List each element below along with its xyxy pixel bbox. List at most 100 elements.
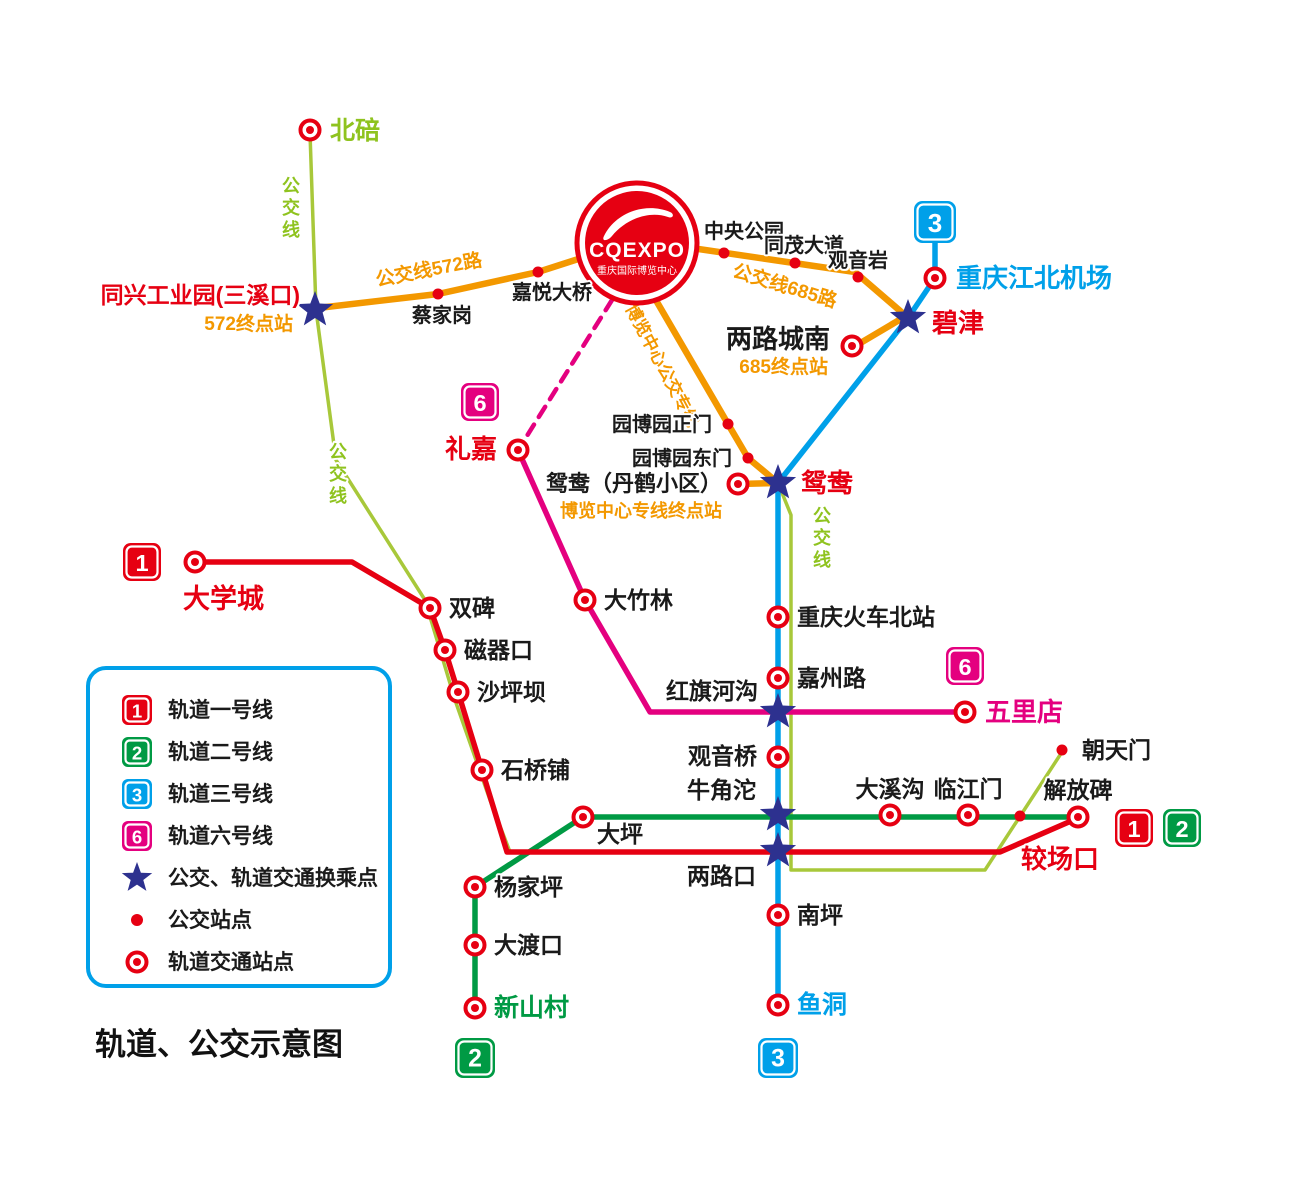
rail-line-6-planned — [517, 297, 615, 450]
rail-station-icon-core — [848, 342, 856, 350]
legend-item-label: 轨道一号线 — [168, 698, 273, 722]
station-tongxing-industrial-park: 同兴工业园(三溪口) 572终点站 — [99, 280, 334, 337]
station-jiefangbei-bus-stop — [1014, 810, 1026, 822]
rail-station-icon-core — [1074, 813, 1082, 821]
badge-number: 1 — [132, 701, 142, 722]
rail-station-icon-core — [306, 126, 314, 134]
station-bijin: 碧津 — [889, 299, 986, 340]
station-label: 碧津 — [931, 308, 984, 338]
station-xinshancun: 新山村 — [463, 991, 571, 1024]
rail-station-icon-core — [774, 674, 782, 682]
station-label: 红旗河沟 — [666, 678, 758, 704]
station-wulidian: 五里店 — [953, 695, 1065, 729]
badge-inner-border — [760, 1040, 796, 1076]
legend-item-label: 公交站点 — [168, 908, 252, 932]
bus-stop-icon — [852, 271, 864, 283]
badge-inner-border — [948, 649, 982, 683]
station-sublabel: 685终点站 — [739, 355, 828, 378]
badge-inner-border — [1165, 811, 1199, 845]
station-label: 鸳鸯（丹鹤小区） — [546, 471, 722, 496]
station-guanyinyan: 观音岩 — [826, 246, 890, 283]
station-label: 南坪 — [797, 902, 843, 928]
station-label: 大竹林 — [604, 587, 673, 613]
rail-station-icon-core — [734, 480, 742, 488]
station-label: 鱼洞 — [797, 991, 847, 1019]
station-daping: 大坪 — [571, 805, 645, 849]
station-daxigou: 大溪沟 — [854, 774, 927, 827]
station-label: 沙坪坝 — [477, 679, 546, 705]
legend-rail-station-core — [133, 958, 141, 966]
bus-stop-icon — [432, 288, 444, 300]
badge-box — [758, 1038, 798, 1078]
station-label: 重庆火车北站 — [797, 604, 935, 630]
legend-item-label: 轨道三号线 — [168, 782, 273, 806]
station-yudong: 鱼洞 — [766, 989, 849, 1021]
station-label: 同兴工业园(三溪口) — [101, 282, 300, 308]
badge-number: 2 — [468, 1046, 482, 1073]
station-label: 重庆江北机场 — [956, 263, 1112, 293]
line-badge-1: 1 — [123, 543, 161, 581]
rail-station-icon-core — [964, 811, 972, 819]
interchange-star-icon — [759, 693, 797, 728]
rail-station-icon-core — [961, 708, 969, 716]
legend-interchange-star-icon — [121, 862, 153, 891]
rail-station-icon-core — [774, 753, 782, 761]
station-label: 解放碑 — [1044, 777, 1113, 803]
rail-station-icon-core — [426, 604, 434, 612]
interchange-star-icon — [759, 464, 797, 499]
interchange-star-icon — [759, 832, 797, 867]
station-beibei: 北碚 — [298, 114, 382, 147]
station-linjiangmen: 临江门 — [932, 774, 1005, 827]
badge-number: 3 — [928, 208, 942, 238]
station-label: 中央公园 — [704, 219, 784, 243]
station-shapingba: 沙坪坝 — [446, 677, 548, 707]
station-label: 观音桥 — [688, 743, 758, 769]
station-label: 嘉悦大桥 — [511, 280, 593, 304]
rail-station-icon-core — [471, 883, 479, 891]
station-yuanboyuan-east-gate: 园博园东门 — [630, 444, 754, 472]
line-badge-2: 2 — [1163, 809, 1201, 847]
bus-route-685 — [674, 242, 910, 352]
bus-stop-icon — [722, 418, 734, 430]
station-chaotianmen: 朝天门 — [1056, 735, 1153, 765]
station-label: 大渡口 — [494, 932, 563, 958]
route-label: 公交线 — [329, 442, 347, 506]
station-label: 鸳鸯 — [801, 468, 854, 498]
badge-inner-border — [125, 545, 159, 579]
badge-inner-border — [463, 385, 497, 419]
rail-station-icon-core — [471, 941, 479, 949]
rail-station-icon-core — [774, 911, 782, 919]
station-shiqiaopu: 石桥铺 — [470, 755, 572, 785]
rail-station-icon-core — [886, 811, 894, 819]
badge-box — [1163, 809, 1201, 847]
interchange-star-icon — [296, 291, 334, 326]
station-sublabel: 572终点站 — [204, 312, 293, 335]
badge-box — [122, 695, 152, 725]
station-jiayue-bridge: 嘉悦大桥 — [509, 266, 595, 306]
badge-inner-border — [124, 823, 150, 849]
line-badge-3: 3 — [758, 1038, 798, 1078]
bus-stop-icon — [718, 247, 730, 259]
station-caijiagang: 蔡家岗 — [409, 288, 474, 329]
station-tongmao-avenue: 同茂大道 — [762, 231, 846, 269]
station-daxuecheng: 大学城 — [181, 550, 266, 616]
station-nanping: 南坪 — [766, 900, 845, 930]
station-shuangbei: 双碑 — [418, 593, 497, 623]
station-label: 嘉州路 — [797, 665, 867, 691]
legend-item-label: 公交、轨道交通换乘点 — [168, 866, 378, 890]
interchange-star-icon — [889, 299, 927, 334]
badge-number: 1 — [1127, 816, 1140, 842]
rail-line-6 — [515, 447, 968, 715]
rail-station-icon-core — [581, 596, 589, 604]
station-label: 观音岩 — [828, 248, 888, 272]
badge-box — [122, 737, 152, 767]
interchange-star-icon — [759, 796, 797, 831]
station-hongqihegou: 红旗河沟 — [664, 676, 797, 728]
station-sublabel: 较场口 — [1021, 844, 1099, 874]
station-yuanboyuan-main-gate: 园博园正门 — [610, 410, 734, 438]
badge-number: 3 — [132, 785, 142, 806]
station-label: 礼嘉 — [445, 434, 497, 464]
station-label: 园博园东门 — [632, 446, 732, 470]
station-jiazhoulu: 嘉州路 — [766, 663, 869, 693]
